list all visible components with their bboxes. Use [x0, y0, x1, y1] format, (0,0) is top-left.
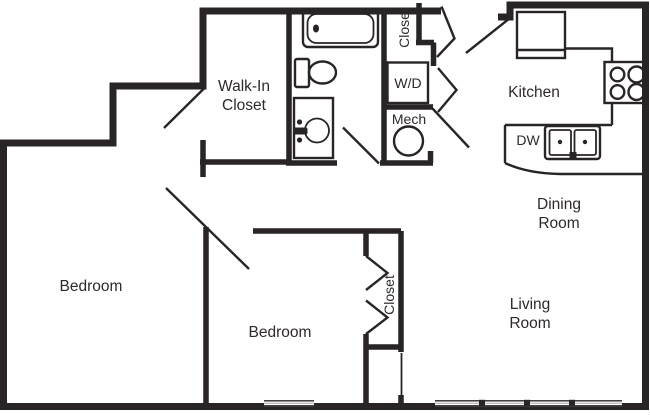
exterior-walls — [0, 1, 649, 410]
room-label-dining-line1: Dining — [537, 196, 581, 213]
interior-walls — [200, 3, 437, 406]
door-swings — [163, 17, 511, 270]
room-label-walk-in-closet-line1: Walk-In — [218, 78, 270, 95]
room-label-bedroom-closet: Closet — [381, 275, 397, 315]
bedroom-door-swing — [165, 187, 250, 270]
bedroom-window — [264, 399, 314, 407]
bifold-doors — [365, 6, 459, 335]
water-heater-icon — [392, 125, 425, 157]
room-label-walk-in-closet-line2: Closet — [222, 97, 267, 114]
label-washer-dryer: W/D — [394, 75, 421, 91]
bathtub-icon — [301, 8, 380, 49]
room-labels: Walk-In Closet Kitchen Dining Room Livin… — [60, 8, 581, 341]
room-label-bedroom-primary: Bedroom — [60, 278, 123, 295]
label-mech: Mech — [392, 111, 426, 127]
room-label-kitchen: Kitchen — [508, 84, 560, 101]
bedroom-closet-bifold-lower — [365, 299, 390, 335]
laundry-bifold-door — [437, 67, 459, 113]
refrigerator-icon — [515, 10, 567, 60]
entry-door-swing — [465, 17, 511, 54]
bathroom-door-swing — [342, 126, 380, 165]
toilet-icon — [293, 57, 338, 89]
room-label-living-line1: Living — [510, 296, 551, 313]
kitchen-sink-icon — [543, 124, 602, 161]
room-label-bedroom-second: Bedroom — [249, 324, 312, 341]
room-label-living-line2: Room — [509, 315, 550, 332]
walkin-closet-door-swing — [163, 87, 205, 129]
vanity-sink-icon — [292, 96, 335, 160]
stove-icon — [603, 60, 647, 105]
room-label-hall-closet: Closet — [396, 8, 412, 48]
bedroom-closet-bifold-upper — [365, 255, 390, 291]
room-label-dining-line2: Room — [538, 215, 579, 232]
hall-closet-bifold-door — [436, 6, 456, 58]
living-room-window — [435, 399, 622, 407]
label-dishwasher: DW — [516, 132, 540, 148]
washer-dryer-box — [386, 61, 430, 105]
mech-door-swing — [431, 107, 470, 149]
